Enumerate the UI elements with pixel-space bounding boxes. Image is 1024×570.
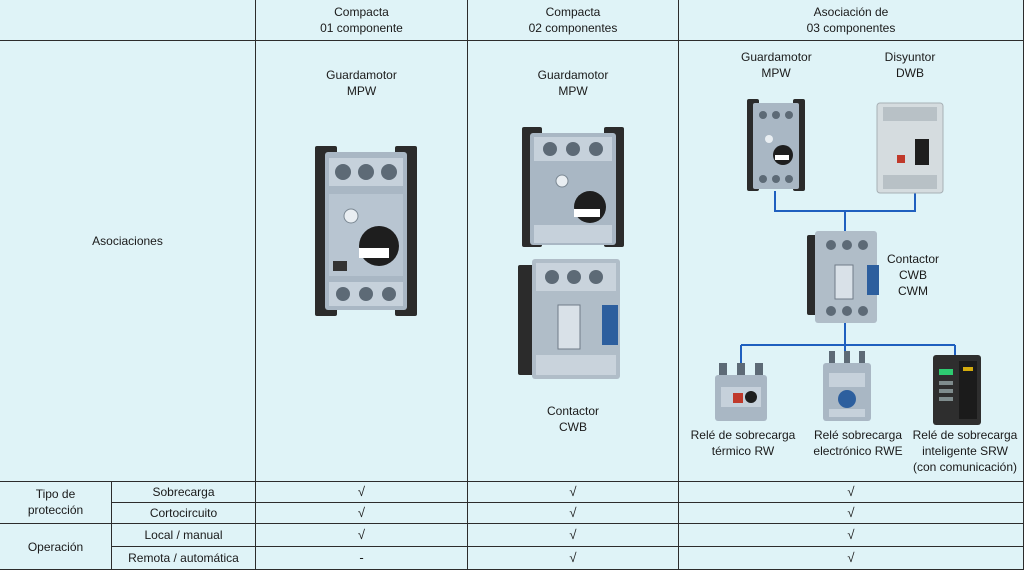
mpw-small-icon bbox=[747, 99, 805, 191]
header-col3-line1: Asociación de bbox=[813, 5, 889, 19]
remota-col2: √ bbox=[468, 547, 679, 570]
col2-associations-cell: Guardamotor MPW Contactor CWB bbox=[468, 41, 679, 482]
cortocircuito-mark-col2: √ bbox=[569, 505, 577, 520]
remota-mark-col1: - bbox=[359, 550, 364, 565]
sobrecarga-mark-col1: √ bbox=[357, 484, 366, 499]
local-label: Local / manual bbox=[144, 528, 223, 542]
remota-label: Remota / automática bbox=[128, 551, 239, 565]
col3-rwe-line2: electrónico RWE bbox=[813, 444, 903, 458]
local-label-cell: Local / manual bbox=[112, 524, 256, 547]
cortocircuito-label: Cortocircuito bbox=[149, 506, 218, 520]
local-col1: √ bbox=[256, 524, 468, 547]
tipo-proteccion-line1: Tipo de bbox=[35, 487, 76, 501]
col3-dwb-line1: Disyuntor bbox=[884, 50, 936, 64]
remota-mark-col2: √ bbox=[569, 550, 577, 565]
col1-device-line2: MPW bbox=[346, 84, 377, 98]
operacion-label: Operación bbox=[27, 540, 84, 554]
col3-contactor-line2: CWB bbox=[899, 268, 927, 282]
cortocircuito-col2: √ bbox=[468, 503, 679, 524]
cortocircuito-mark-col1: √ bbox=[357, 505, 366, 520]
asociaciones-label: Asociaciones bbox=[92, 234, 163, 248]
col3-mpw-line2: MPW bbox=[761, 66, 791, 80]
header-col2-line2: 02 componentes bbox=[528, 21, 618, 35]
col3-srw-line3: (con comunicación) bbox=[912, 460, 1018, 474]
sobrecarga-label-cell: Sobrecarga bbox=[112, 482, 256, 503]
sobrecarga-mark-col2: √ bbox=[569, 484, 577, 499]
mpw-motor-protector-icon bbox=[315, 146, 417, 316]
col3-contactor-line1: Contactor bbox=[886, 252, 940, 266]
sobrecarga-col1: √ bbox=[256, 482, 468, 503]
header-col1-line2: 01 componente bbox=[320, 21, 403, 35]
sobrecarga-label: Sobrecarga bbox=[152, 485, 215, 499]
local-mark-col3: √ bbox=[847, 527, 855, 542]
remota-label-cell: Remota / automática bbox=[112, 547, 256, 570]
asociaciones-label-cell: Asociaciones bbox=[0, 41, 256, 482]
sobrecarga-col3: √ bbox=[679, 482, 1024, 503]
col3-srw-line2: inteligente SRW bbox=[922, 444, 1008, 458]
col3-associations-cell: Guardamotor MPW Disyuntor DWB bbox=[679, 41, 1024, 482]
local-col3: √ bbox=[679, 524, 1024, 547]
cortocircuito-col1: √ bbox=[256, 503, 468, 524]
local-mark-col2: √ bbox=[569, 527, 577, 542]
header-col2-line1: Compacta bbox=[545, 5, 601, 19]
sobrecarga-mark-col3: √ bbox=[847, 484, 855, 499]
col2-top-line2: MPW bbox=[558, 84, 588, 98]
srw-intelligent-relay-icon bbox=[933, 355, 981, 425]
sobrecarga-col2: √ bbox=[468, 482, 679, 503]
col3-dwb-line2: DWB bbox=[896, 66, 924, 80]
header-corner-cell bbox=[0, 0, 256, 41]
local-mark-col1: √ bbox=[357, 527, 366, 542]
col1-associations-cell: Guardamotor MPW bbox=[256, 41, 468, 482]
header-col1-cell: Compacta 01 componente bbox=[256, 0, 468, 41]
remota-col1: - bbox=[256, 547, 468, 570]
col3-rw-line2: térmico RW bbox=[711, 444, 775, 458]
cortocircuito-col3: √ bbox=[679, 503, 1024, 524]
col1-device-line1: Guardamotor bbox=[326, 68, 397, 82]
col2-bottom-line1: Contactor bbox=[546, 404, 600, 418]
col3-mpw-line1: Guardamotor bbox=[741, 50, 812, 64]
cortocircuito-mark-col3: √ bbox=[847, 505, 855, 520]
operacion-cell: Operación bbox=[0, 524, 112, 570]
header-col3-cell: Asociación de 03 componentes bbox=[679, 0, 1024, 41]
col2-top-line1: Guardamotor bbox=[537, 68, 609, 82]
header-col1-line1: Compacta bbox=[334, 5, 389, 19]
dwb-breaker-icon bbox=[876, 102, 944, 194]
remota-col3: √ bbox=[679, 547, 1024, 570]
rwe-electronic-relay-icon bbox=[823, 351, 871, 421]
col3-contactor-line3: CWM bbox=[898, 284, 928, 298]
remota-mark-col3: √ bbox=[847, 550, 855, 565]
col3-srw-line1: Relé de sobrecarga bbox=[912, 428, 1018, 442]
tipo-proteccion-line2: protección bbox=[27, 503, 84, 517]
cortocircuito-label-cell: Cortocircuito bbox=[112, 503, 256, 524]
header-col3-line2: 03 componentes bbox=[806, 21, 896, 35]
rw-thermal-relay-icon bbox=[715, 363, 767, 421]
local-col2: √ bbox=[468, 524, 679, 547]
mpw-contactor-assembly-icon bbox=[518, 127, 624, 379]
col2-bottom-line2: CWB bbox=[559, 420, 587, 434]
header-col2-cell: Compacta 02 componentes bbox=[468, 0, 679, 41]
tipo-proteccion-cell: Tipo de protección bbox=[0, 482, 112, 524]
col3-rwe-line1: Relé sobrecarga bbox=[813, 428, 903, 442]
contactor-icon bbox=[807, 231, 879, 323]
col3-rw-line1: Relé de sobrecarga bbox=[690, 428, 796, 442]
